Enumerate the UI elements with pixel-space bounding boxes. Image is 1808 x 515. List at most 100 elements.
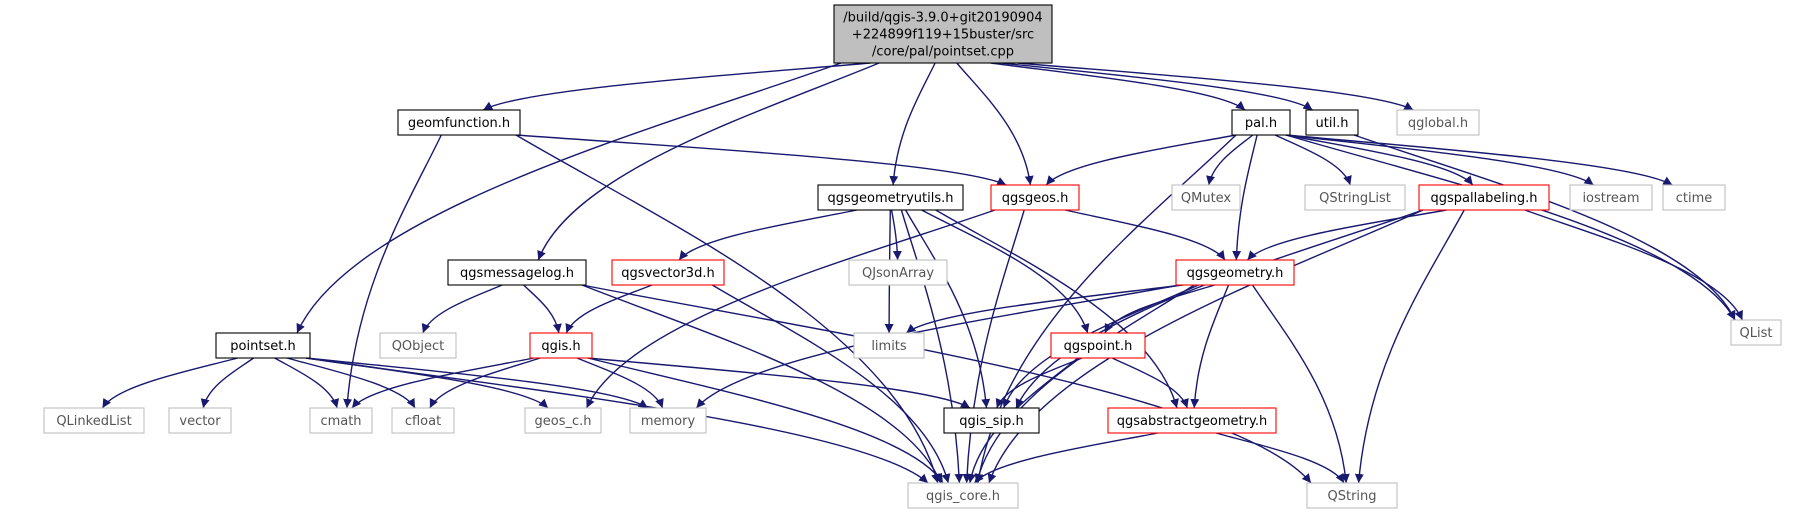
node-qgis[interactable]: qgis.h xyxy=(529,332,593,359)
node-label: /build/qgis-3.9.0+git20190904 xyxy=(843,11,1042,26)
node-cfloat[interactable]: cfloat xyxy=(391,407,455,434)
node-box xyxy=(215,332,311,359)
edge-qgis-to-qgis-core xyxy=(587,357,944,484)
node-box xyxy=(447,259,587,286)
edge-qgis-to-cfloat xyxy=(429,357,541,409)
node-box xyxy=(1418,184,1550,211)
node-label: cfloat xyxy=(405,414,441,429)
node-label: util.h xyxy=(1316,116,1349,131)
node-label: memory xyxy=(641,414,696,429)
edge-pal-to-qstringlist xyxy=(1274,134,1352,186)
node-box xyxy=(309,407,373,434)
node-qlist[interactable]: QList xyxy=(1730,319,1782,346)
node-qlinkedlist[interactable]: QLinkedList xyxy=(43,407,145,434)
edge-qmessagelog-to-qstring xyxy=(581,284,1312,484)
node-box xyxy=(168,407,232,434)
edge-qmessagelog-to-qobject xyxy=(421,284,503,334)
node-qgsabstractgeometry[interactable]: qgsabstractgeometry.h xyxy=(1107,407,1277,434)
edge-root-to-pal xyxy=(990,62,1246,111)
node-util[interactable]: util.h xyxy=(1305,109,1359,136)
node-qobject[interactable]: QObject xyxy=(379,332,457,359)
edge-pointset-to-cfloat xyxy=(286,357,416,409)
edge-qgsvector3d-to-qgis-core xyxy=(711,284,951,484)
node-box xyxy=(1107,407,1277,434)
node-qgsgeometryutils[interactable]: qgsgeometryutils.h xyxy=(817,184,964,211)
node-vector[interactable]: vector xyxy=(168,407,232,434)
node-label: QString xyxy=(1327,489,1376,504)
node-box xyxy=(397,109,521,136)
node-label: iostream xyxy=(1582,191,1639,206)
edge-qgspallabeling-to-qgis-core xyxy=(987,209,1424,484)
edge-qgis-to-cmath xyxy=(351,357,535,409)
node-box xyxy=(1305,109,1359,136)
node-label: pal.h xyxy=(1245,116,1277,131)
node-qglobal[interactable]: qglobal.h xyxy=(1396,109,1480,136)
node-qgsgeos[interactable]: qgsgeos.h xyxy=(990,184,1080,211)
edge-qgsgeometryutils-to-qgsvector3d xyxy=(678,209,858,261)
edge-geomfunction-to-qgis-core xyxy=(515,134,940,484)
edge-qgsvector3d-to-qgis xyxy=(565,284,653,334)
node-box xyxy=(1231,109,1291,136)
node-box xyxy=(853,332,925,359)
node-label: /core/pal/pointset.cpp xyxy=(872,45,1014,60)
node-qgspoint[interactable]: qgspoint.h xyxy=(1050,332,1146,359)
node-pal[interactable]: pal.h xyxy=(1231,109,1291,136)
node-pointset[interactable]: pointset.h xyxy=(215,332,311,359)
node-iostream[interactable]: iostream xyxy=(1569,184,1653,211)
node-ctime[interactable]: ctime xyxy=(1662,184,1726,211)
edge-qgspoint-to-qgsabstractgeometry xyxy=(1111,357,1189,409)
edge-root-to-qgsgeos xyxy=(956,62,1034,186)
node-label: qgspallabeling.h xyxy=(1430,191,1537,206)
node-qmutex[interactable]: QMutex xyxy=(1171,184,1241,211)
edge-qmessagelog-to-qgis xyxy=(523,284,562,334)
edge-layer xyxy=(101,62,1744,484)
node-geos-c[interactable]: geos_c.h xyxy=(524,407,602,434)
node-qmessagelog[interactable]: qgsmessagelog.h xyxy=(447,259,587,286)
node-memory[interactable]: memory xyxy=(629,407,707,434)
edge-root-to-geomfunction xyxy=(482,62,871,111)
edge-geomfunction-to-qgsgeos xyxy=(515,134,1007,186)
edge-pal-to-iostream xyxy=(1285,134,1594,186)
node-qgsgeometry[interactable]: qgsgeometry.h xyxy=(1175,259,1295,286)
node-label: qgspoint.h xyxy=(1064,339,1133,354)
node-label: QObject xyxy=(392,339,445,354)
node-limits[interactable]: limits xyxy=(853,332,925,359)
node-label: geomfunction.h xyxy=(408,116,510,131)
edge-qgis-to-qgis-sip xyxy=(587,357,971,409)
edge-qgsgeometryutils-to-qjsonarray xyxy=(890,209,902,261)
node-box xyxy=(524,407,602,434)
node-qstringlist[interactable]: QStringList xyxy=(1304,184,1406,211)
node-qgis-core[interactable]: qgis_core.h xyxy=(907,482,1019,509)
node-label: qgsmessagelog.h xyxy=(460,266,574,281)
node-label: qgis.h xyxy=(541,339,580,354)
node-label: pointset.h xyxy=(230,339,295,354)
edge-qgsabstractgeometry-to-qstring xyxy=(1215,432,1345,484)
node-box xyxy=(1171,184,1241,211)
edge-qgsgeometry-to-qgsabstractgeometry xyxy=(1190,284,1230,409)
node-qjsonarray[interactable]: QJsonArray xyxy=(848,259,948,286)
node-label: qgsgeos.h xyxy=(1002,191,1069,206)
node-label: qgsabstractgeometry.h xyxy=(1117,414,1267,429)
edge-pal-to-qgsgeos xyxy=(1045,134,1237,186)
node-box xyxy=(1396,109,1480,136)
node-root[interactable]: /build/qgis-3.9.0+git20190904+224899f119… xyxy=(833,4,1053,64)
node-box xyxy=(943,407,1040,434)
node-box xyxy=(1306,482,1398,509)
edge-qgsgeometryutils-to-qgsabstractgeometry xyxy=(935,209,1179,409)
node-box xyxy=(1175,259,1295,286)
node-label: QList xyxy=(1740,326,1773,341)
node-label: qgsgeometry.h xyxy=(1187,266,1284,281)
node-qgis-sip[interactable]: qgis_sip.h xyxy=(943,407,1040,434)
edge-qgsgeos-to-qgsgeometry xyxy=(1064,209,1226,261)
edge-qgsgeometry-to-qstring xyxy=(1251,284,1350,484)
node-qgsvector3d[interactable]: qgsvector3d.h xyxy=(611,259,725,286)
node-qgspallabeling[interactable]: qgspallabeling.h xyxy=(1418,184,1550,211)
edge-pal-to-qlist xyxy=(1285,134,1736,321)
node-qstring[interactable]: QString xyxy=(1306,482,1398,509)
node-box xyxy=(391,407,455,434)
node-cmath[interactable]: cmath xyxy=(309,407,373,434)
edge-qgis-to-memory xyxy=(576,357,664,409)
node-geomfunction[interactable]: geomfunction.h xyxy=(397,109,521,136)
edge-pointset-to-memory xyxy=(305,357,649,409)
node-box xyxy=(1730,319,1782,346)
